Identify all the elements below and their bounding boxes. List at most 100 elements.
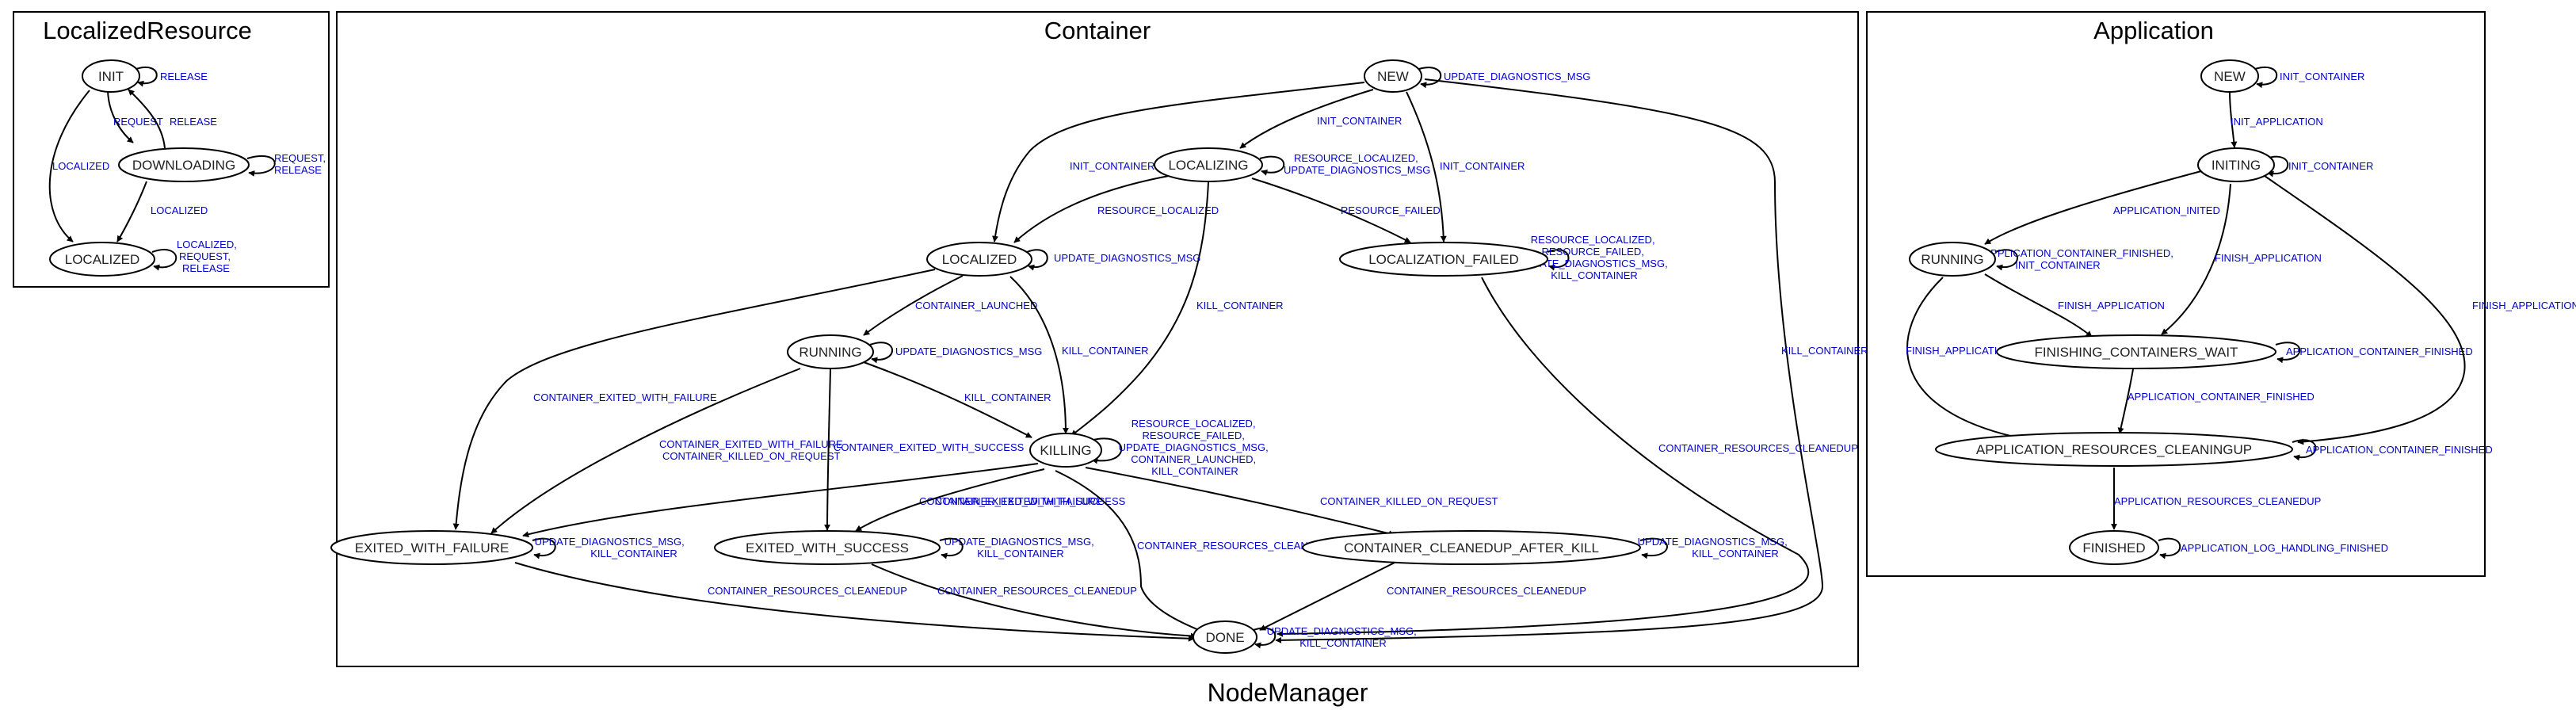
edge-c-localizing-self [1259, 155, 1285, 176]
cluster-application-box [1866, 11, 2486, 577]
edge-a-initing-to-running [1984, 170, 2202, 245]
node-a-new: NEW [2200, 59, 2259, 93]
edge-label-c-killing-self: RESOURCE_LOCALIZED, RESOURCE_FAILED, UPD… [1119, 418, 1272, 477]
edge-label-c-running-to-killing: KILL_CONTAINER [964, 391, 1051, 403]
svg-text:FINISHED: FINISHED [2082, 540, 2145, 556]
svg-text:NEW: NEW [2214, 69, 2246, 84]
node-c-killing: KILLING [1029, 433, 1102, 468]
node-lr-downloading: DOWNLOADING [118, 147, 250, 182]
edge-c-running-to-exited-with-success [824, 368, 831, 531]
graph-title: NodeManager [1208, 678, 1368, 707]
edge-label-c-killing-to-exited-with-success: CONTAINER_EXITED_WITH_SUCCESS [935, 495, 1126, 507]
edge-label-c-new-to-localizing: INIT_CONTAINER [1317, 115, 1402, 127]
node-a-initing: INITING [2197, 147, 2275, 182]
edge-c-exited-with-success-self [939, 537, 964, 559]
cluster-localized-resource-box [13, 11, 330, 288]
svg-text:LOCALIZATION_FAILED: LOCALIZATION_FAILED [1368, 252, 1519, 267]
edge-label-c-new-to-done: KILL_CONTAINER [1781, 345, 1868, 357]
edge-a-finishing-to-cleaningup [2117, 368, 2134, 434]
edge-label-c-done-self: UPDATE_DIAGNOSTICS_MSG, KILL_CONTAINER [1267, 625, 1420, 649]
node-a-finished: FINISHED [2069, 530, 2159, 565]
edge-c-running-to-exited-with-failure [490, 368, 801, 534]
edge-label-c-localized-to-running: CONTAINER_LAUNCHED [915, 300, 1037, 311]
svg-text:INITING: INITING [2212, 158, 2261, 173]
edge-label-lr-localized-self: LOCALIZED, REQUEST, RELEASE [177, 239, 239, 274]
edge-c-exited-with-success-to-done [871, 563, 1197, 640]
edge-label-c-new-to-localization-failed: INIT_CONTAINER [1440, 160, 1525, 172]
svg-text:INIT: INIT [98, 69, 124, 84]
node-c-exited-with-success: EXITED_WITH_SUCCESS [714, 530, 941, 565]
edge-label-lr-downloading-to-localized: LOCALIZED [151, 204, 208, 216]
svg-text:APPLICATION_RESOURCES_CLEANING: APPLICATION_RESOURCES_CLEANINGUP [1976, 442, 2252, 457]
edge-c-exited-with-failure-self [532, 537, 556, 559]
edge-c-killing-to-cleanedup [1085, 467, 1395, 537]
edge-c-running-self [869, 342, 893, 364]
svg-text:DONE: DONE [1205, 630, 1244, 645]
edge-c-killing-self [1090, 437, 1123, 464]
edge-lr-init-to-localized [48, 90, 90, 242]
edge-c-localized-to-exited-with-failure [452, 269, 936, 530]
edge-label-c-running-self: UPDATE_DIAGNOSTICS_MSG [895, 346, 1042, 357]
edge-label-c-killing-to-exited-with-failure: CONTAINER_EXITED_WITH_FAILURE [919, 495, 1103, 507]
edge-c-localized-to-running [863, 275, 964, 336]
edge-label-a-new-to-initing: INIT_APPLICATION [2231, 116, 2323, 128]
edge-label-c-localizing-to-localized: RESOURCE_LOCALIZED [1097, 204, 1219, 216]
svg-text:RUNNING: RUNNING [1921, 252, 1983, 267]
edge-lr-init-self [135, 67, 158, 87]
edge-a-finishing-self [2275, 342, 2301, 364]
edge-label-c-new-to-localized: INIT_CONTAINER [1070, 160, 1154, 172]
edge-label-c-cleanedup-self: UPDATE_DIAGNOSTICS_MSG, KILL_CONTAINER [1638, 536, 1791, 559]
edge-c-new-to-localization-failed [1406, 91, 1447, 242]
edge-lr-downloading-to-init [128, 89, 166, 149]
edge-c-localization-failed-self [1547, 249, 1570, 271]
edge-label-a-initing-to-running: APPLICATION_INITED [2113, 204, 2220, 216]
edge-label-c-cleanedup-to-done: CONTAINER_RESOURCES_CLEANEDUP [1387, 585, 1586, 597]
node-lr-init: INIT [82, 59, 140, 93]
cluster-localized-resource: LocalizedResource RELEASE REQUEST RELEAS… [13, 11, 330, 288]
edge-label-c-localizing-to-killing: KILL_CONTAINER [1196, 300, 1284, 311]
edge-label-a-initing-to-finishing: FINISH_APPLICATION [2215, 252, 2322, 264]
edge-a-running-self [1994, 249, 2018, 271]
edge-label-a-initing-self: INIT_CONTAINER [2288, 160, 2373, 172]
edge-label-c-localization-failed-to-done: CONTAINER_RESOURCES_CLEANEDUP [1658, 442, 1858, 454]
node-c-localization-failed: LOCALIZATION_FAILED [1339, 242, 1548, 277]
svg-text:LOCALIZING: LOCALIZING [1168, 158, 1248, 173]
edge-c-killing-to-done [1055, 470, 1209, 636]
edge-label-c-exited-with-success-self: UPDATE_DIAGNOSTICS_MSG, KILL_CONTAINER [945, 536, 1097, 559]
edge-label-c-localized-to-exited-with-failure: CONTAINER_EXITED_WITH_FAILURE [533, 391, 717, 403]
edge-c-running-to-killing [863, 361, 1032, 438]
edge-lr-downloading-to-localized [116, 181, 147, 242]
node-c-localizing: LOCALIZING [1154, 147, 1263, 182]
cluster-localized-resource-title: LocalizedResource [43, 17, 252, 44]
cluster-container-box [336, 11, 1859, 667]
edge-label-lr-init-self: RELEASE [160, 71, 208, 82]
edge-a-initing-to-finishing [2161, 183, 2231, 335]
node-c-running: RUNNING [787, 334, 874, 369]
edge-a-initing-self [2265, 155, 2289, 178]
edge-label-a-new-self: INIT_CONTAINER [2280, 71, 2364, 82]
edge-a-new-self [2254, 67, 2278, 89]
svg-text:DOWNLOADING: DOWNLOADING [132, 158, 235, 173]
cluster-application: Application INIT_CONTAINER INIT_APPLICAT… [1866, 11, 2576, 577]
edge-label-a-finished-self: APPLICATION_LOG_HANDLING_FINISHED [2181, 542, 2388, 554]
svg-text:RUNNING: RUNNING [799, 345, 861, 360]
edge-lr-init-to-downloading [107, 88, 134, 143]
edge-label-c-localized-self: UPDATE_DIAGNOSTICS_MSG [1054, 252, 1200, 264]
cluster-container-title: Container [1044, 17, 1151, 44]
edge-a-cleaningup-self [2292, 439, 2317, 461]
edge-label-c-localizing-self: RESOURCE_LOCALIZED, UPDATE_DIAGNOSTICS_M… [1284, 152, 1430, 176]
cluster-container: Container UPDATE_DIAGNOSTICS_MSG INIT_CO… [330, 11, 1868, 667]
edge-c-exited-with-failure-to-done [514, 562, 1195, 642]
node-lr-localized: LOCALIZED [49, 242, 155, 277]
edge-label-a-running-to-finishing: FINISH_APPLICATION [2058, 300, 2165, 311]
node-a-finishing-containers-wait: FINISHING_CONTAINERS_WAIT [1996, 334, 2276, 369]
node-c-exited-with-failure: EXITED_WITH_FAILURE [330, 530, 533, 565]
edge-label-a-finishing-to-cleaningup: APPLICATION_CONTAINER_FINISHED [2128, 391, 2315, 403]
edge-a-finished-self [2158, 537, 2181, 559]
svg-text:LOCALIZED: LOCALIZED [942, 252, 1017, 267]
edge-a-initing-to-cleaningup [2264, 175, 2466, 445]
node-a-running: RUNNING [1909, 242, 1996, 277]
edge-label-c-killing-to-done: CONTAINER_RESOURCES_CLEANEDUP [1137, 540, 1337, 552]
edge-lr-localized-self [151, 249, 177, 271]
